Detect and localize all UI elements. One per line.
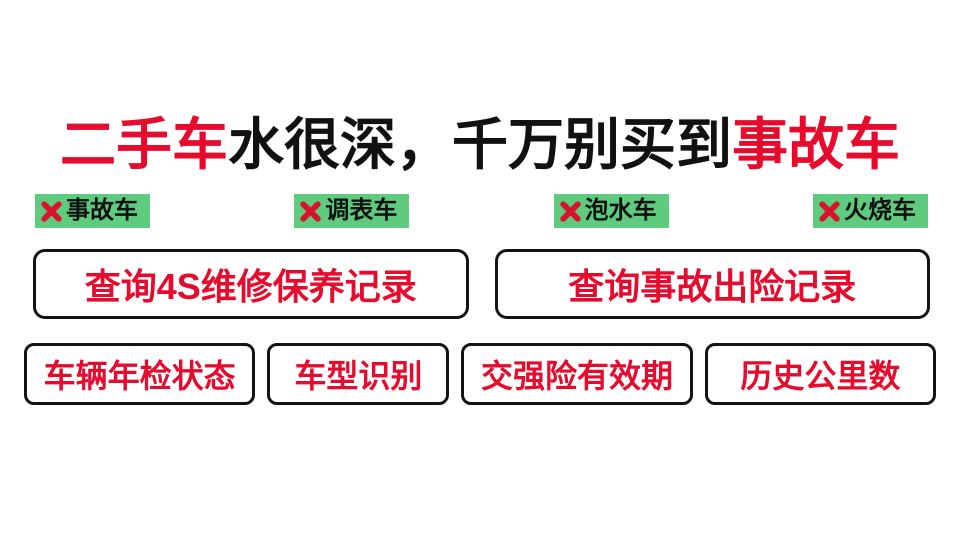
- car-model-recognition-button[interactable]: 车型识别: [267, 343, 450, 405]
- tag-flooded-car: 泡水车: [553, 194, 669, 229]
- x-mark-icon: [819, 201, 840, 222]
- historical-mileage-button[interactable]: 历史公里数: [704, 343, 936, 405]
- tag-label: 事故车: [66, 197, 138, 224]
- tag-label: 泡水车: [584, 197, 657, 224]
- warning-tag-row: 事故车 调表车 泡水车 火烧车: [35, 194, 928, 229]
- compulsory-insurance-validity-button[interactable]: 交强险有效期: [461, 343, 693, 405]
- x-mark-icon: [41, 201, 62, 222]
- tag-accident-car: 事故车: [35, 194, 150, 229]
- query-accident-insurance-record-button[interactable]: 查询事故出险记录: [494, 249, 930, 319]
- page-title: 二手车水很深，千万别买到事故车: [0, 100, 960, 181]
- headline-highlight-left: 二手车: [60, 113, 228, 176]
- headline-highlight-right: 事故车: [732, 113, 900, 176]
- tag-label: 火烧车: [843, 197, 916, 224]
- x-mark-icon: [560, 201, 581, 222]
- tag-label: 调表车: [325, 197, 398, 224]
- tag-fire-damaged-car: 火烧车: [812, 194, 928, 229]
- query-4s-maintenance-record-button[interactable]: 查询4S维修保养记录: [33, 249, 469, 319]
- vehicle-inspection-status-button[interactable]: 车辆年检状态: [24, 343, 256, 405]
- x-mark-icon: [300, 201, 321, 222]
- secondary-button-row: 车辆年检状态 车型识别 交强险有效期 历史公里数: [24, 343, 936, 405]
- headline-middle: 水很深，千万别买到: [228, 113, 732, 176]
- primary-button-row: 查询4S维修保养记录 查询事故出险记录: [33, 249, 930, 319]
- tag-odometer-tampered-car: 调表车: [294, 194, 410, 229]
